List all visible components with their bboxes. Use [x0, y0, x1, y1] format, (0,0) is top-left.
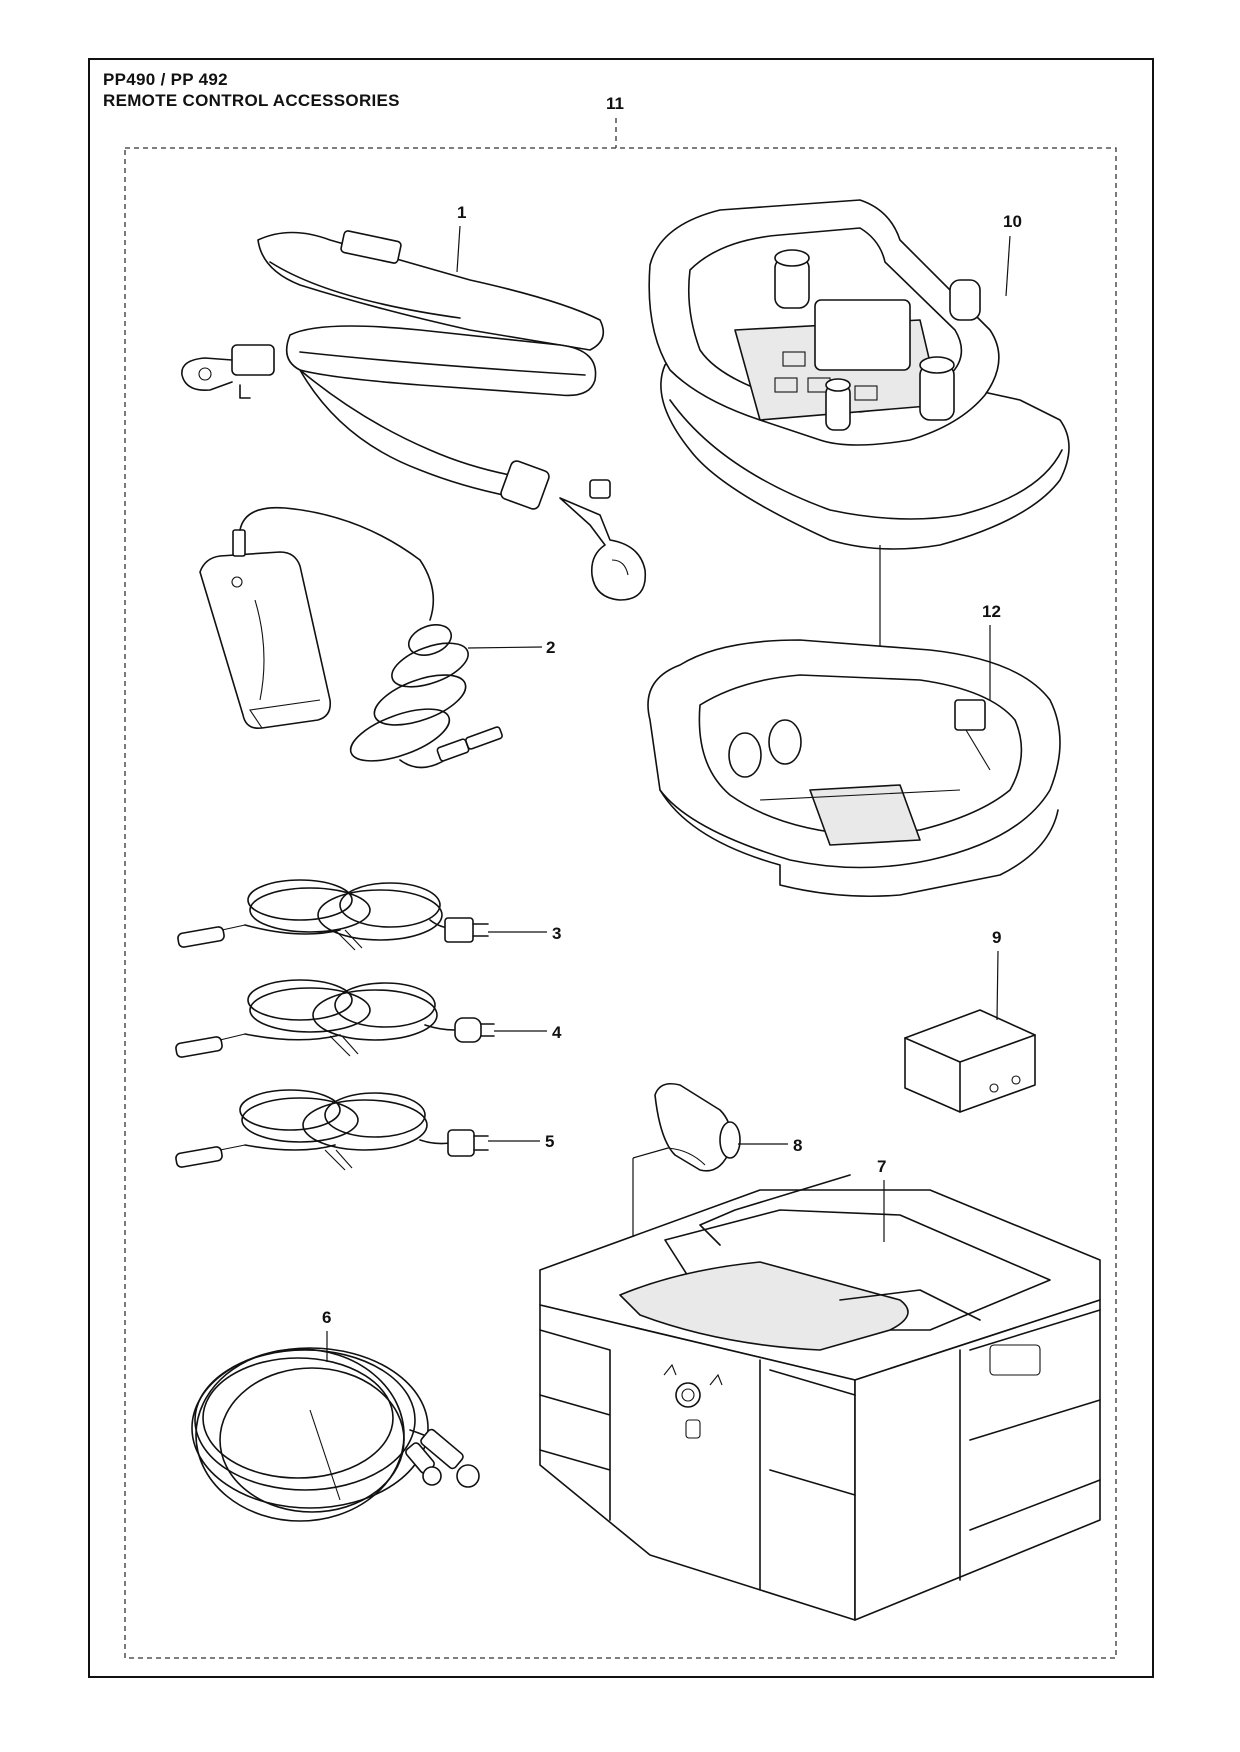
battery-icon [904, 1009, 1036, 1113]
drawing-frame [88, 58, 1154, 1678]
callout-10: 10 [1003, 212, 1022, 231]
callout-9: 9 [992, 928, 1001, 947]
remote-control-icon [648, 199, 1070, 550]
callout-12: 12 [982, 602, 1001, 621]
power-cord-3-icon [177, 879, 489, 951]
control-cable-icon [191, 1347, 480, 1522]
power-cord-4-icon [175, 979, 495, 1058]
callout-1: 1 [457, 203, 466, 222]
kit-boundary-dashed-frame [124, 147, 1117, 1659]
shoulder-strap-icon [181, 230, 647, 601]
callout-11: 11 [606, 94, 624, 113]
assembly-line-8a [632, 1147, 669, 1159]
callout-7: 7 [877, 1157, 886, 1176]
power-cord-5-icon [175, 1089, 489, 1171]
callout-3: 3 [552, 924, 561, 943]
leader-1 [456, 225, 461, 273]
leader-2 [467, 646, 543, 649]
callout-2: 2 [546, 638, 555, 657]
callout-8: 8 [793, 1136, 802, 1155]
callout-6: 6 [322, 1308, 331, 1327]
callout-5: 5 [545, 1132, 554, 1151]
holder-icon [654, 1082, 741, 1172]
carrying-case-icon [539, 1174, 1101, 1621]
leader-9 [996, 950, 999, 1021]
remote-holder-icon [647, 639, 1061, 898]
battery-charger-icon [199, 506, 503, 769]
leader-10 [1005, 235, 1011, 297]
page-title: REMOTE CONTROL ACCESSORIES [103, 91, 400, 110]
model-heading: PP490 / PP 492 [103, 70, 228, 89]
callout-4: 4 [552, 1023, 562, 1042]
